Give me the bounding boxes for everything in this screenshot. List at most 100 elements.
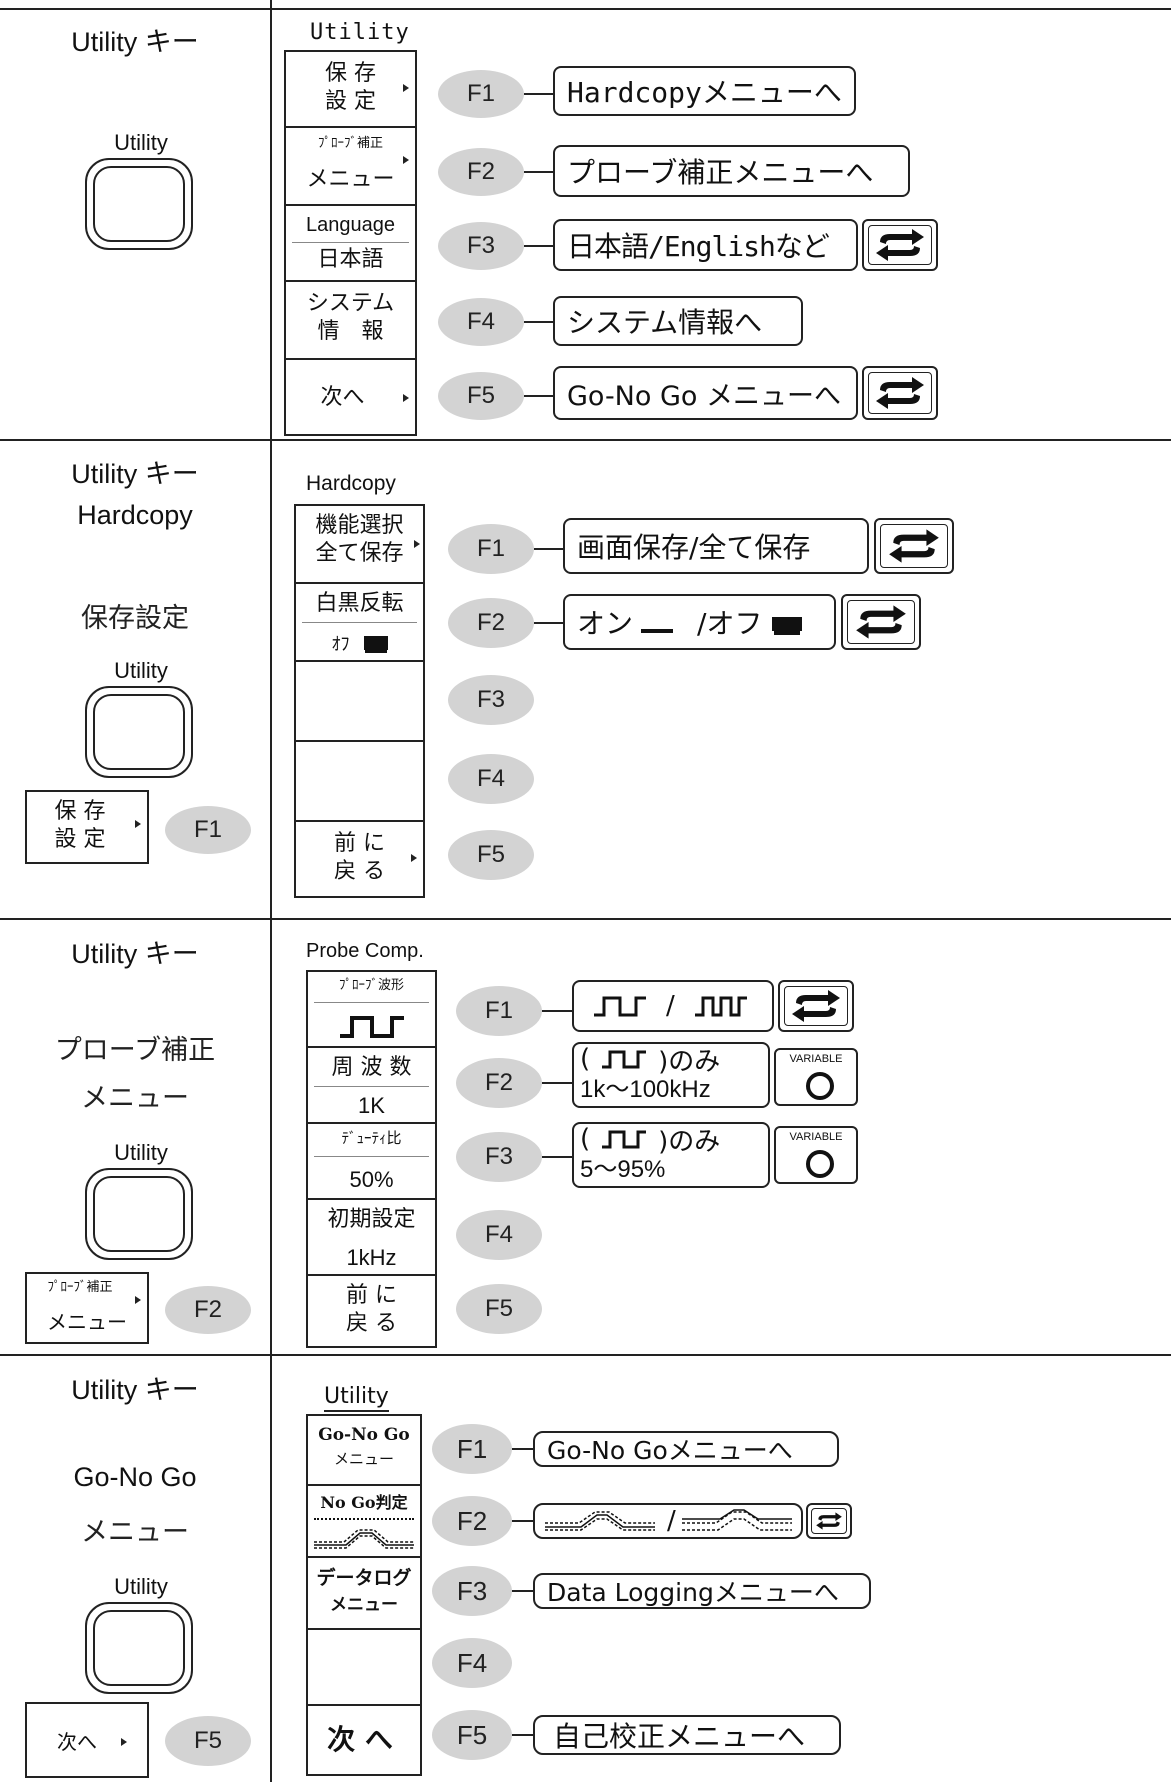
menu-cell-empty-f4[interactable] bbox=[308, 1630, 420, 1706]
f4-key[interactable]: F4 bbox=[456, 1210, 542, 1260]
cell-separator bbox=[292, 242, 409, 243]
cell-line1: 保 存 bbox=[325, 61, 376, 86]
submenu-arrow-icon bbox=[403, 394, 409, 402]
connector bbox=[524, 321, 554, 323]
connector bbox=[534, 548, 564, 550]
f2-key[interactable]: F2 bbox=[432, 1496, 512, 1546]
menu-cell-language[interactable]: Language 日本語 bbox=[286, 206, 415, 282]
menu-cell-next[interactable]: 次 へ bbox=[308, 1706, 420, 1776]
utility-key-button[interactable] bbox=[85, 1602, 193, 1694]
f2-key[interactable]: F2 bbox=[456, 1058, 542, 1108]
utility-key-label: Utility bbox=[114, 130, 168, 155]
submenu-arrow-icon bbox=[135, 1296, 141, 1304]
utility-key[interactable]: Utility bbox=[85, 128, 197, 250]
left-sub-menu: メニュー bbox=[81, 1083, 189, 1114]
utility-key-button[interactable] bbox=[85, 1168, 193, 1260]
off-label: /オフ bbox=[697, 607, 763, 640]
menu-cell-back[interactable]: 前 に 戻 る bbox=[308, 1276, 435, 1348]
desc-language: 日本語/Englishなど bbox=[553, 219, 858, 271]
menu-cell-next[interactable]: 次へ bbox=[286, 360, 415, 436]
f1-key[interactable]: F1 bbox=[448, 524, 534, 574]
f5-key[interactable]: F5 bbox=[432, 1710, 512, 1760]
cycle-arrows-icon bbox=[862, 219, 938, 271]
menu-cell-frequency[interactable]: 周 波 数 1K bbox=[308, 1048, 435, 1124]
f1-key[interactable]: F1 bbox=[438, 70, 524, 118]
f4-key[interactable]: F4 bbox=[448, 754, 534, 804]
cell-line1: ﾌﾟﾛｰﾌﾞ補正 bbox=[317, 136, 383, 151]
separator-slash: / bbox=[666, 991, 675, 1021]
freq-range-label: 1k～100kHz bbox=[580, 1076, 711, 1103]
menu-cell-back[interactable]: 前 に 戻 る bbox=[296, 822, 423, 898]
desc-data-logging-menu: Data Loggingメニューへ bbox=[533, 1573, 871, 1609]
utility-key-button[interactable] bbox=[85, 686, 193, 778]
menu-cell-system-info[interactable]: システム 情 報 bbox=[286, 282, 415, 360]
paren-open: ( bbox=[580, 1124, 591, 1154]
cell-line2: メニュー bbox=[306, 167, 395, 192]
menu-cell-empty-f4[interactable] bbox=[296, 742, 423, 822]
f2-key[interactable]: F2 bbox=[448, 598, 534, 648]
desc-probe-comp-menu: プローブ補正メニューへ bbox=[553, 145, 910, 197]
f5-key[interactable]: F5 bbox=[448, 830, 534, 880]
softkey-menu: 機能選択 全て保存 白黒反転 ｵﾌ 前 に 戻 る bbox=[294, 504, 425, 898]
only-label: )のみ bbox=[658, 1046, 721, 1077]
variable-knob-icon: VARIABLE bbox=[774, 1126, 858, 1184]
cell-line1: 次へ bbox=[320, 385, 365, 410]
cell-line1: 次 へ bbox=[327, 1723, 393, 1756]
btn-line2: メニュー bbox=[47, 1310, 127, 1334]
panel-title: Utility bbox=[324, 1384, 389, 1412]
f3-key[interactable]: F3 bbox=[448, 675, 534, 725]
left-title: Utility キー bbox=[71, 1375, 199, 1405]
desc-screen-save: 画面保存/全て保存 bbox=[563, 518, 869, 574]
connector bbox=[534, 622, 564, 624]
left-next-button: 次へ bbox=[25, 1702, 149, 1778]
cell-line1: 前 に bbox=[334, 831, 385, 856]
cycle-arrows-icon bbox=[874, 518, 954, 574]
f4-key[interactable]: F4 bbox=[438, 298, 524, 346]
filled-block-icon bbox=[772, 617, 803, 631]
f2-key[interactable]: F2 bbox=[438, 148, 524, 196]
desc-go-nogo-menu: Go-No Goメニューへ bbox=[533, 1431, 839, 1467]
cycle-arrows-icon bbox=[806, 1503, 852, 1539]
cell-separator bbox=[314, 1518, 414, 1520]
f3-key[interactable]: F3 bbox=[456, 1132, 542, 1182]
variable-knob-icon: VARIABLE bbox=[774, 1048, 858, 1106]
menu-cell-empty-f3[interactable] bbox=[296, 662, 423, 742]
connector bbox=[512, 1590, 534, 1592]
f5-key[interactable]: F5 bbox=[438, 372, 524, 420]
cell-line2: 設 定 bbox=[325, 89, 376, 114]
menu-cell-probe-waveform[interactable]: ﾌﾟﾛｰﾌﾞ波形 bbox=[308, 972, 435, 1048]
table-top-border bbox=[0, 8, 1171, 10]
utility-key[interactable]: Utility bbox=[85, 1572, 197, 1694]
filled-block-icon bbox=[363, 636, 388, 650]
cycle-arrows-icon bbox=[862, 366, 938, 420]
menu-cell-default[interactable]: 初期設定 1kHz bbox=[308, 1200, 435, 1276]
menu-cell-duty[interactable]: ﾃﾞｭｰﾃｨ比 50% bbox=[308, 1124, 435, 1200]
f1-key[interactable]: F1 bbox=[432, 1424, 512, 1474]
menu-cell-function-select[interactable]: 機能選択 全て保存 bbox=[296, 506, 423, 584]
menu-cell-go-nogo[interactable]: Go-No Go メニュー bbox=[308, 1416, 420, 1486]
left-sub-go-nogo: Go-No Go bbox=[73, 1462, 197, 1492]
column-divider bbox=[270, 0, 272, 1782]
menu-cell-nogo-judgment[interactable]: No Go判定 bbox=[308, 1486, 420, 1558]
f3-key[interactable]: F3 bbox=[432, 1566, 512, 1616]
menu-cell-data-log[interactable]: データログ メニュー bbox=[308, 1558, 420, 1630]
cell-line2: 日本語 bbox=[317, 247, 384, 272]
menu-cell-save-settings[interactable]: 保 存 設 定 bbox=[286, 52, 415, 128]
connector bbox=[524, 171, 554, 173]
utility-key[interactable]: Utility bbox=[85, 656, 197, 778]
f1-key[interactable]: F1 bbox=[456, 986, 542, 1036]
f3-key[interactable]: F3 bbox=[438, 222, 524, 270]
menu-cell-invert[interactable]: 白黒反転 ｵﾌ bbox=[296, 584, 423, 662]
menu-cell-probe-comp[interactable]: ﾌﾟﾛｰﾌﾞ補正 メニュー bbox=[286, 128, 415, 206]
panel-title: Probe Comp. bbox=[306, 940, 424, 962]
utility-key-button[interactable] bbox=[85, 158, 193, 250]
btn-line2: 設 定 bbox=[54, 827, 106, 852]
utility-key-label: Utility bbox=[114, 1574, 168, 1599]
cell-line2: 1kHz bbox=[346, 1245, 397, 1270]
utility-key[interactable]: Utility bbox=[85, 1138, 197, 1260]
connector bbox=[542, 1082, 572, 1084]
f4-key[interactable]: F4 bbox=[432, 1638, 512, 1688]
f5-key[interactable]: F5 bbox=[456, 1284, 542, 1334]
cell-line1: 前 に bbox=[346, 1283, 397, 1308]
mask-template-icon bbox=[314, 1529, 414, 1549]
